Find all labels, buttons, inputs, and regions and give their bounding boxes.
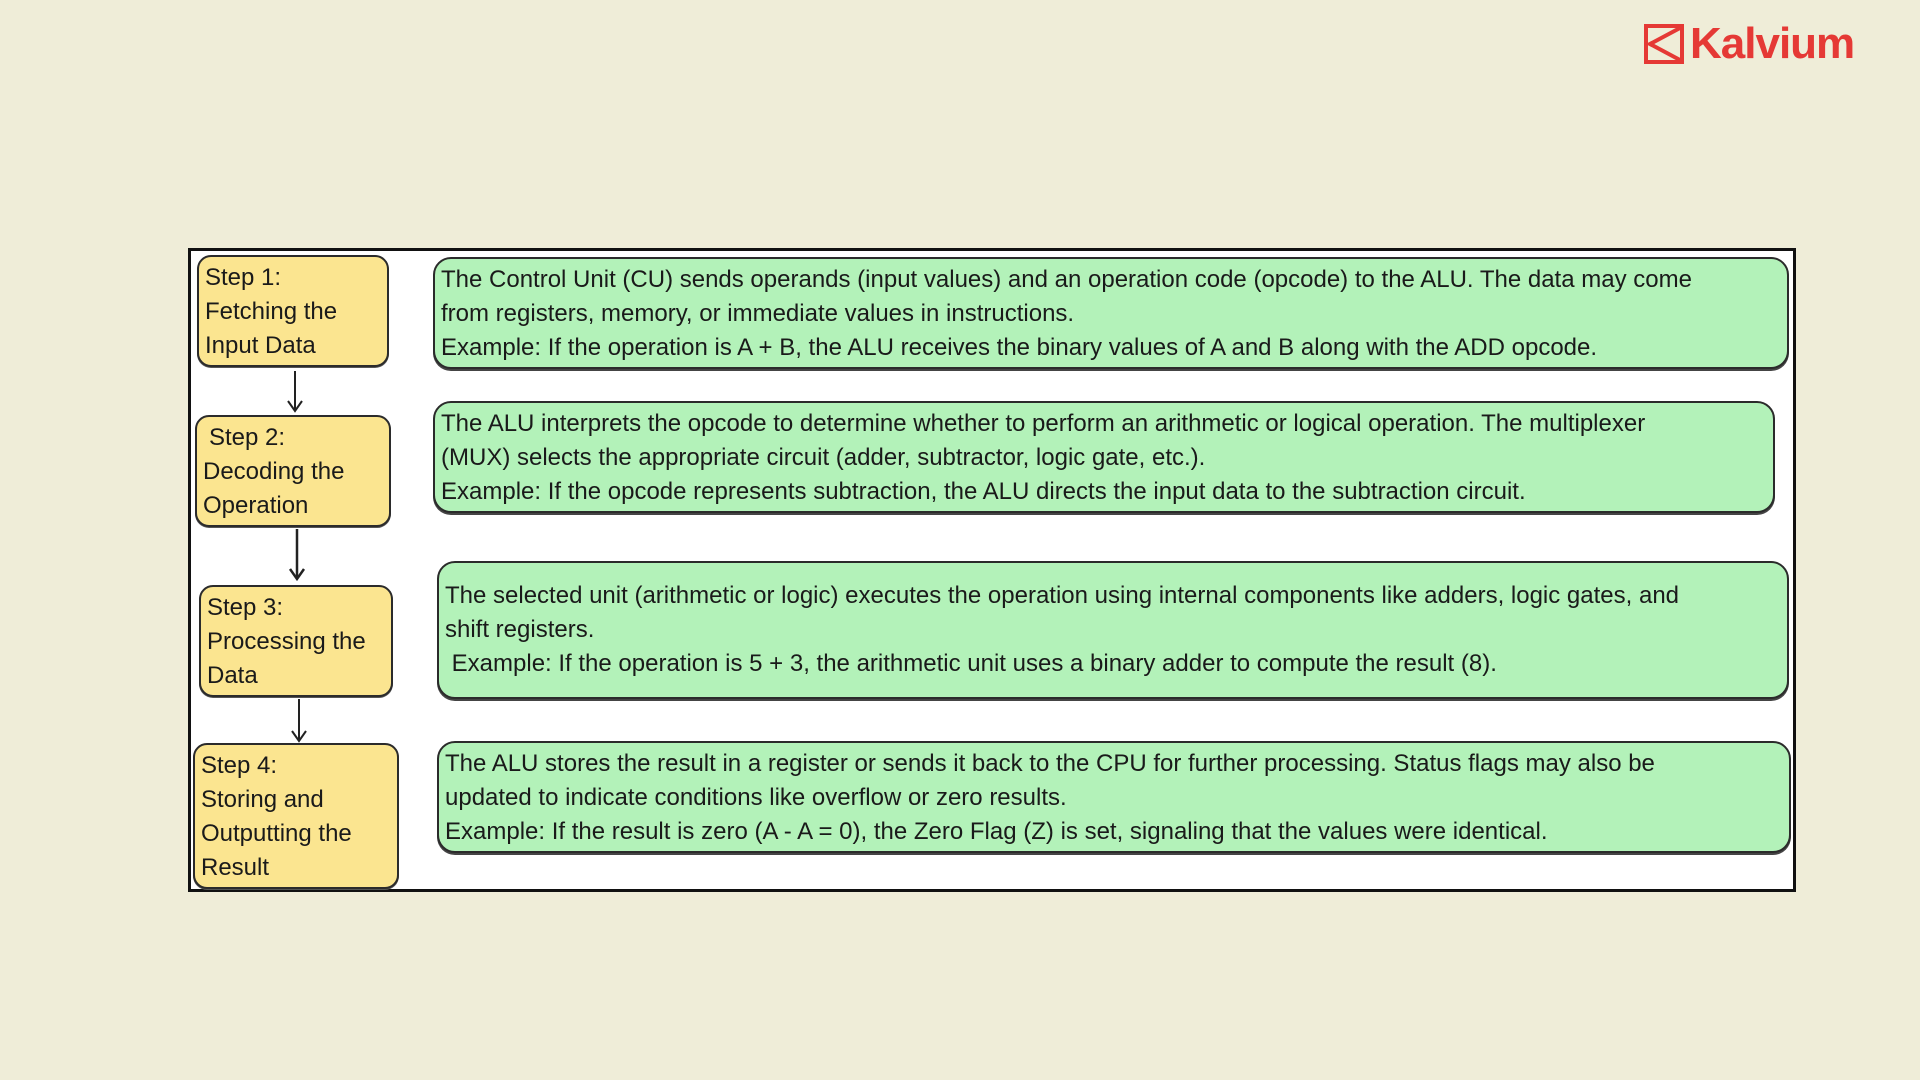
step-2-description-line: (MUX) selects the appropriate circuit (a… (441, 444, 1206, 471)
step-description-2: The ALU interprets the opcode to determi… (433, 401, 1775, 513)
flow-arrow-1-to-2 (287, 371, 303, 413)
flow-arrow-3-to-4 (291, 699, 307, 743)
step-4-title-line: Step 4: (201, 752, 278, 779)
step-description-4: The ALU stores the result in a register … (437, 741, 1791, 853)
step-4-title-line: Outputting the (201, 820, 352, 847)
step-box-4: Step 4: Storing and Outputting the Resul… (193, 743, 399, 889)
step-1-title-line: Fetching the (205, 298, 338, 325)
step-4-title-line: Storing and (201, 786, 324, 813)
step-3-description-line: Example: If the operation is 5 + 3, the … (445, 650, 1497, 677)
step-4-description-line: Example: If the result is zero (A - A = … (445, 818, 1548, 845)
step-box-1: Step 1: Fetching the Input Data (197, 255, 389, 367)
step-1-title-line: Step 1: (205, 264, 282, 291)
step-2-title-line: Operation (203, 492, 309, 519)
step-4-description-line: The ALU stores the result in a register … (445, 750, 1655, 777)
step-3-title-line: Step 3: (207, 594, 284, 621)
step-3-description-line: The selected unit (arithmetic or logic) … (445, 582, 1680, 609)
flow-arrow-2-to-3 (288, 529, 306, 582)
kalvium-logo-icon (1644, 24, 1684, 64)
step-description-3: The selected unit (arithmetic or logic) … (437, 561, 1789, 699)
brand-name: Kalvium (1690, 19, 1855, 68)
step-3-title-line: Processing the (207, 628, 366, 655)
step-2-title-line: Decoding the (203, 458, 345, 485)
step-description-1: The Control Unit (CU) sends operands (in… (433, 257, 1789, 369)
step-2-description-line: Example: If the opcode represents subtra… (441, 478, 1526, 505)
step-1-description-line: The Control Unit (CU) sends operands (in… (441, 266, 1692, 293)
step-1-title-line: Input Data (205, 332, 316, 359)
step-1-description-line: Example: If the operation is A + B, the … (441, 334, 1598, 361)
step-box-3: Step 3: Processing the Data (199, 585, 393, 697)
step-2-description-line: The ALU interprets the opcode to determi… (441, 410, 1646, 437)
step-1-description-line: from registers, memory, or immediate val… (441, 300, 1075, 327)
step-4-description-line: updated to indicate conditions like over… (445, 784, 1067, 811)
alu-steps-diagram: Step 1: Fetching the Input Data The Cont… (188, 248, 1796, 892)
step-4-title-line: Result (201, 854, 270, 881)
step-box-2: Step 2: Decoding the Operation (195, 415, 391, 527)
step-3-description-line: shift registers. (445, 616, 595, 643)
kalvium-logo: Kalvium (1644, 18, 1855, 70)
step-2-title-line: Step 2: (209, 424, 286, 451)
step-3-title-line: Data (207, 662, 258, 689)
